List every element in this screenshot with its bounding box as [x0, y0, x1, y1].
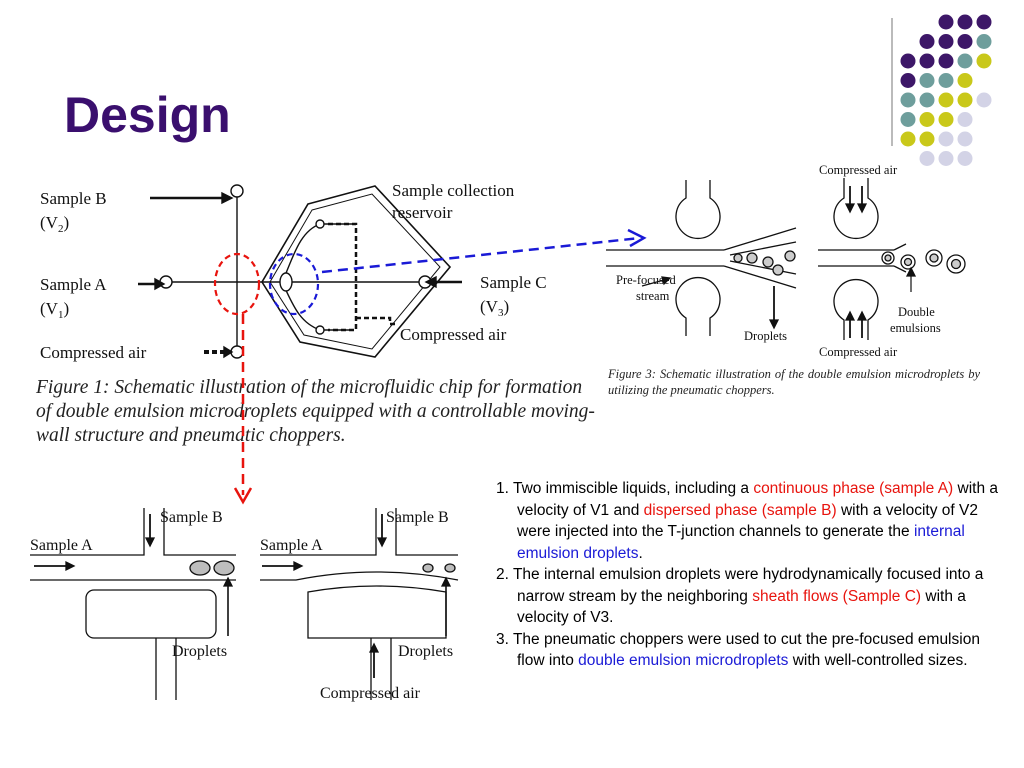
decorative-dot: [957, 34, 973, 49]
fig2-left-sample-b: Sample B: [160, 509, 223, 526]
fig3-stream: stream: [636, 289, 670, 303]
decorative-dot: [957, 73, 973, 88]
decorative-dot: [919, 131, 935, 147]
fig2-right-sample-a: Sample A: [260, 537, 323, 554]
explanation-point-1: 1. Two immiscible liquids, including a c…: [496, 480, 999, 562]
decorative-dot: [919, 112, 935, 127]
fig3-emulsions: emulsions: [890, 321, 941, 335]
fig2-right-sample-b: Sample B: [386, 509, 449, 526]
label-sample-collection: Sample collection: [392, 181, 515, 200]
fig3-compressed-air-bottom: Compressed air: [819, 345, 898, 359]
fig2-left-sample-a: Sample A: [30, 537, 93, 554]
decorative-dot: [957, 53, 973, 69]
label-sample-a: Sample A: [40, 275, 107, 294]
label-v1: (V1): [40, 299, 69, 321]
label-compressed-air-2: Compressed air: [400, 325, 507, 344]
explanation-point-2: 2. The internal emulsion droplets were h…: [496, 566, 984, 626]
decorative-dot: [900, 73, 916, 88]
label-sample-b: Sample B: [40, 189, 107, 208]
label-sample-c: Sample C: [480, 273, 547, 292]
figure3-caption: Figure 3: Schematic illustration of the …: [608, 367, 980, 397]
decorative-dot: [957, 112, 973, 127]
slide-title: Design: [64, 87, 231, 143]
decorative-dot: [957, 14, 973, 30]
fig3-double: Double: [898, 305, 935, 319]
figure3-chopper-schematic: Compressed air Pre-focused stream Drople…: [606, 163, 966, 359]
blue-connector-arrow: [321, 236, 641, 274]
decorative-dot: [919, 53, 935, 69]
decorative-dot: [938, 151, 954, 166]
figure2-moving-wall: Sample A Sample B Droplets Sample A Samp…: [30, 508, 459, 702]
decorative-dot: [957, 131, 973, 147]
decorative-dot: [938, 112, 954, 127]
decorative-dot-grid: [900, 14, 992, 166]
figure1-chip-schematic: Sample B (V2) Sample A (V1) Compressed a…: [40, 181, 547, 362]
fig2-right-droplets: Droplets: [398, 643, 453, 660]
decorative-divider: [891, 18, 893, 146]
fig2-left-droplets: Droplets: [172, 643, 227, 660]
decorative-dot: [900, 131, 916, 147]
decorative-dot: [900, 112, 916, 127]
decorative-dot: [919, 151, 935, 166]
decorative-dot: [938, 73, 954, 88]
decorative-dot: [938, 131, 954, 147]
label-v2: (V2): [40, 213, 69, 235]
fig3-droplets: Droplets: [744, 329, 787, 343]
label-compressed-air: Compressed air: [40, 343, 147, 362]
decorative-dot: [938, 53, 954, 69]
decorative-dot: [919, 34, 935, 49]
explanation-list: 1. Two immiscible liquids, including a c…: [496, 478, 1001, 672]
figure1-caption: Figure 1: Schematic illustration of the …: [36, 377, 595, 446]
label-v3: (V3): [480, 297, 509, 319]
decorative-dot: [938, 14, 954, 30]
decorative-dot: [976, 92, 992, 108]
decorative-dot: [900, 92, 916, 108]
decorative-dot: [900, 53, 916, 69]
explanation-point-3: 3. The pneumatic choppers were used to c…: [496, 630, 980, 670]
decorative-dot: [919, 73, 935, 88]
decorative-dot: [976, 34, 992, 49]
decorative-dot: [976, 14, 992, 30]
decorative-dot: [919, 92, 935, 108]
decorative-dot: [938, 34, 954, 49]
decorative-dot: [957, 92, 973, 108]
fig2-compressed-air: Compressed air: [320, 685, 421, 702]
decorative-dot: [976, 53, 992, 69]
decorative-dot: [957, 151, 973, 166]
fig3-compressed-air-top: Compressed air: [819, 163, 898, 177]
label-reservoir: reservoir: [392, 203, 453, 222]
decorative-dot: [938, 92, 954, 108]
fig3-prefocused: Pre-focused: [616, 273, 676, 287]
